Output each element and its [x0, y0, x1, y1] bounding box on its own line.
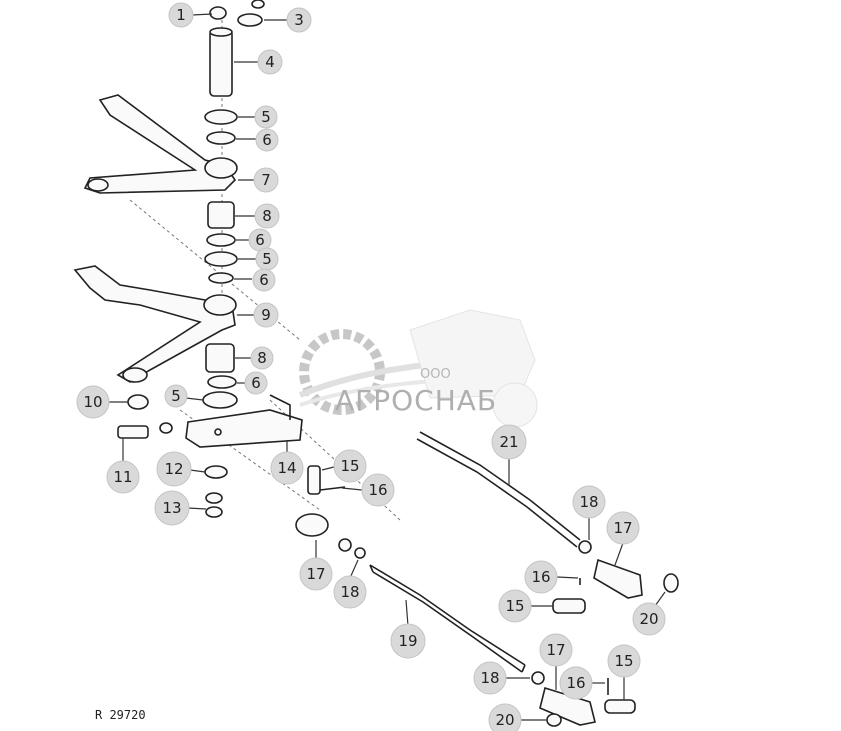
callout-label: 17	[613, 519, 632, 537]
callout-label: 13	[162, 499, 181, 517]
callout-5: 5	[164, 384, 188, 408]
callout-label: 19	[398, 632, 417, 650]
callout-label: 20	[495, 711, 514, 729]
callout-label: 11	[113, 468, 132, 486]
figure-reference: R 29720	[95, 708, 146, 722]
callout-label: 20	[639, 610, 658, 628]
clevis-right	[552, 558, 679, 614]
callout-16: 16	[524, 560, 558, 594]
callout-20: 20	[632, 602, 666, 636]
callout-label: 16	[531, 568, 550, 586]
callout-label: 12	[164, 460, 183, 478]
lower-pivot-stack	[202, 343, 238, 409]
callout-label: 5	[261, 108, 271, 126]
callout-17: 17	[539, 633, 573, 667]
callout-10: 10	[76, 385, 110, 419]
callout-19: 19	[390, 623, 426, 659]
callout-label: 1	[176, 6, 186, 24]
callout-label: 3	[294, 11, 304, 29]
small-hardware-left	[117, 394, 228, 518]
callout-5: 5	[254, 105, 278, 129]
callout-21: 21	[491, 424, 527, 460]
callout-4: 4	[257, 49, 283, 75]
middle-pivot-stack	[204, 201, 238, 284]
rod-19	[295, 513, 526, 673]
watermark-name: АГРОСНАБ	[335, 384, 497, 417]
callout-16: 16	[361, 473, 395, 507]
callout-20: 20	[488, 703, 522, 731]
pin-and-cotter	[307, 465, 346, 495]
bracket-plate	[185, 394, 303, 448]
callout-label: 18	[340, 583, 359, 601]
callout-label: 14	[277, 459, 296, 477]
rod-21	[416, 431, 592, 554]
callout-6: 6	[255, 128, 279, 152]
lower-arm	[73, 265, 237, 383]
callout-label: 5	[262, 250, 272, 268]
callout-3: 3	[286, 7, 312, 33]
callout-label: 9	[261, 306, 271, 324]
callout-8: 8	[254, 203, 280, 229]
callout-9: 9	[253, 302, 279, 328]
callout-label: 21	[499, 433, 518, 451]
watermark-logo: ООО АГРОСНАБ	[298, 309, 538, 428]
callout-17: 17	[606, 511, 640, 545]
callout-11: 11	[106, 460, 140, 494]
callout-5: 5	[255, 247, 279, 271]
callout-label: 4	[265, 53, 275, 71]
callout-label: 17	[546, 641, 565, 659]
callout-label: 6	[262, 131, 272, 149]
callout-label: 18	[480, 669, 499, 687]
callout-label: 15	[505, 597, 524, 615]
callout-label: 18	[579, 493, 598, 511]
callout-8: 8	[250, 346, 274, 370]
leader-lines	[107, 13, 666, 721]
callout-label: 6	[259, 271, 269, 289]
callout-label: 6	[251, 374, 261, 392]
callout-label: 16	[368, 481, 387, 499]
callout-18: 18	[572, 485, 606, 519]
callout-6: 6	[252, 268, 276, 292]
callout-label: 10	[83, 393, 102, 411]
callout-label: 15	[614, 652, 633, 670]
callout-7: 7	[253, 167, 279, 193]
upper-pivot-stack	[204, 0, 265, 145]
callout-15: 15	[607, 644, 641, 678]
callout-13: 13	[154, 490, 190, 526]
upper-arm	[83, 94, 238, 194]
callout-label: 7	[261, 171, 271, 189]
callout-15: 15	[498, 589, 532, 623]
callout-label: 17	[306, 565, 325, 583]
callout-label: 8	[257, 349, 267, 367]
callout-17: 17	[299, 557, 333, 591]
callout-15: 15	[333, 449, 367, 483]
callout-14: 14	[270, 451, 304, 485]
callout-label: 5	[171, 387, 181, 405]
callout-6: 6	[244, 371, 268, 395]
callout-18: 18	[333, 575, 367, 609]
callout-label: 8	[262, 207, 272, 225]
callout-label: 15	[340, 457, 359, 475]
callout-1: 1	[168, 2, 194, 28]
clevis-lower	[531, 671, 636, 727]
callout-label: 6	[255, 231, 265, 249]
watermark-prefix: ООО	[420, 367, 451, 382]
callout-16: 16	[559, 666, 593, 700]
callout-12: 12	[156, 451, 192, 487]
callout-label: 16	[566, 674, 585, 692]
callout-18: 18	[473, 661, 507, 695]
